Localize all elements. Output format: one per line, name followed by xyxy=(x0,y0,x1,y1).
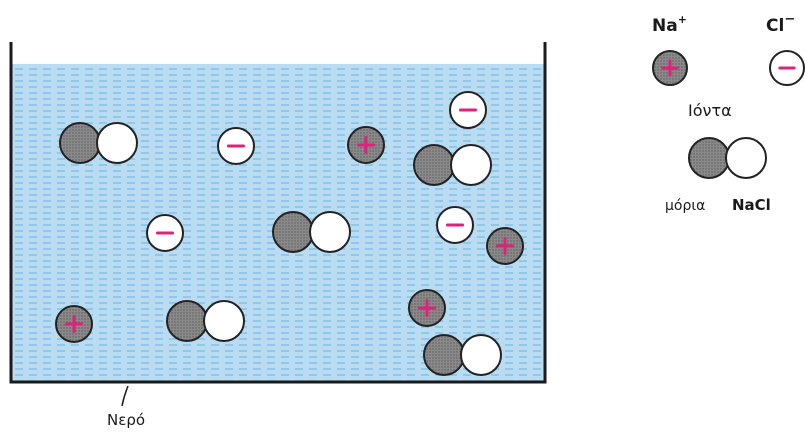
legend-nacl-molecule xyxy=(689,138,766,178)
chlorine-atom xyxy=(451,145,491,185)
sodium-atom xyxy=(424,335,464,375)
legend-chloride-ion-symbol xyxy=(770,51,804,85)
chloride-ion xyxy=(437,207,473,243)
water-pointer-line xyxy=(122,386,128,406)
sodium-atom xyxy=(60,123,100,163)
ions-label: Ιόντα xyxy=(688,101,732,120)
sodium-ion xyxy=(56,306,92,342)
sodium-atom xyxy=(689,138,729,178)
chlorine-atom xyxy=(310,212,350,252)
legend-sodium-ion-symbol xyxy=(653,51,687,85)
nacl-label: NaCl xyxy=(732,196,771,214)
water-label: Νερό xyxy=(107,411,145,429)
molecules-label: μόρια xyxy=(665,198,705,214)
sodium-ion-label: Na+ xyxy=(652,13,687,36)
chlorine-atom xyxy=(204,301,244,341)
sodium-ion xyxy=(487,228,523,264)
legend-molecule xyxy=(689,138,766,178)
chlorine-atom xyxy=(726,138,766,178)
legend-sodium-ion xyxy=(653,51,687,85)
sodium-ion xyxy=(348,127,384,163)
chlorine-atom xyxy=(97,123,137,163)
chloride-ion xyxy=(450,92,486,128)
chloride-ion xyxy=(218,128,254,164)
chloride-ion-label: Cl− xyxy=(766,12,795,36)
legend: Na+ Cl− Ιόντα μόρια NaCl xyxy=(652,12,804,214)
sodium-ion xyxy=(409,290,445,326)
sodium-atom xyxy=(414,145,454,185)
legend-chloride-ion xyxy=(770,51,804,85)
sodium-atom xyxy=(273,212,313,252)
sodium-atom xyxy=(167,301,207,341)
chlorine-atom xyxy=(461,335,501,375)
chloride-ion xyxy=(147,215,183,251)
